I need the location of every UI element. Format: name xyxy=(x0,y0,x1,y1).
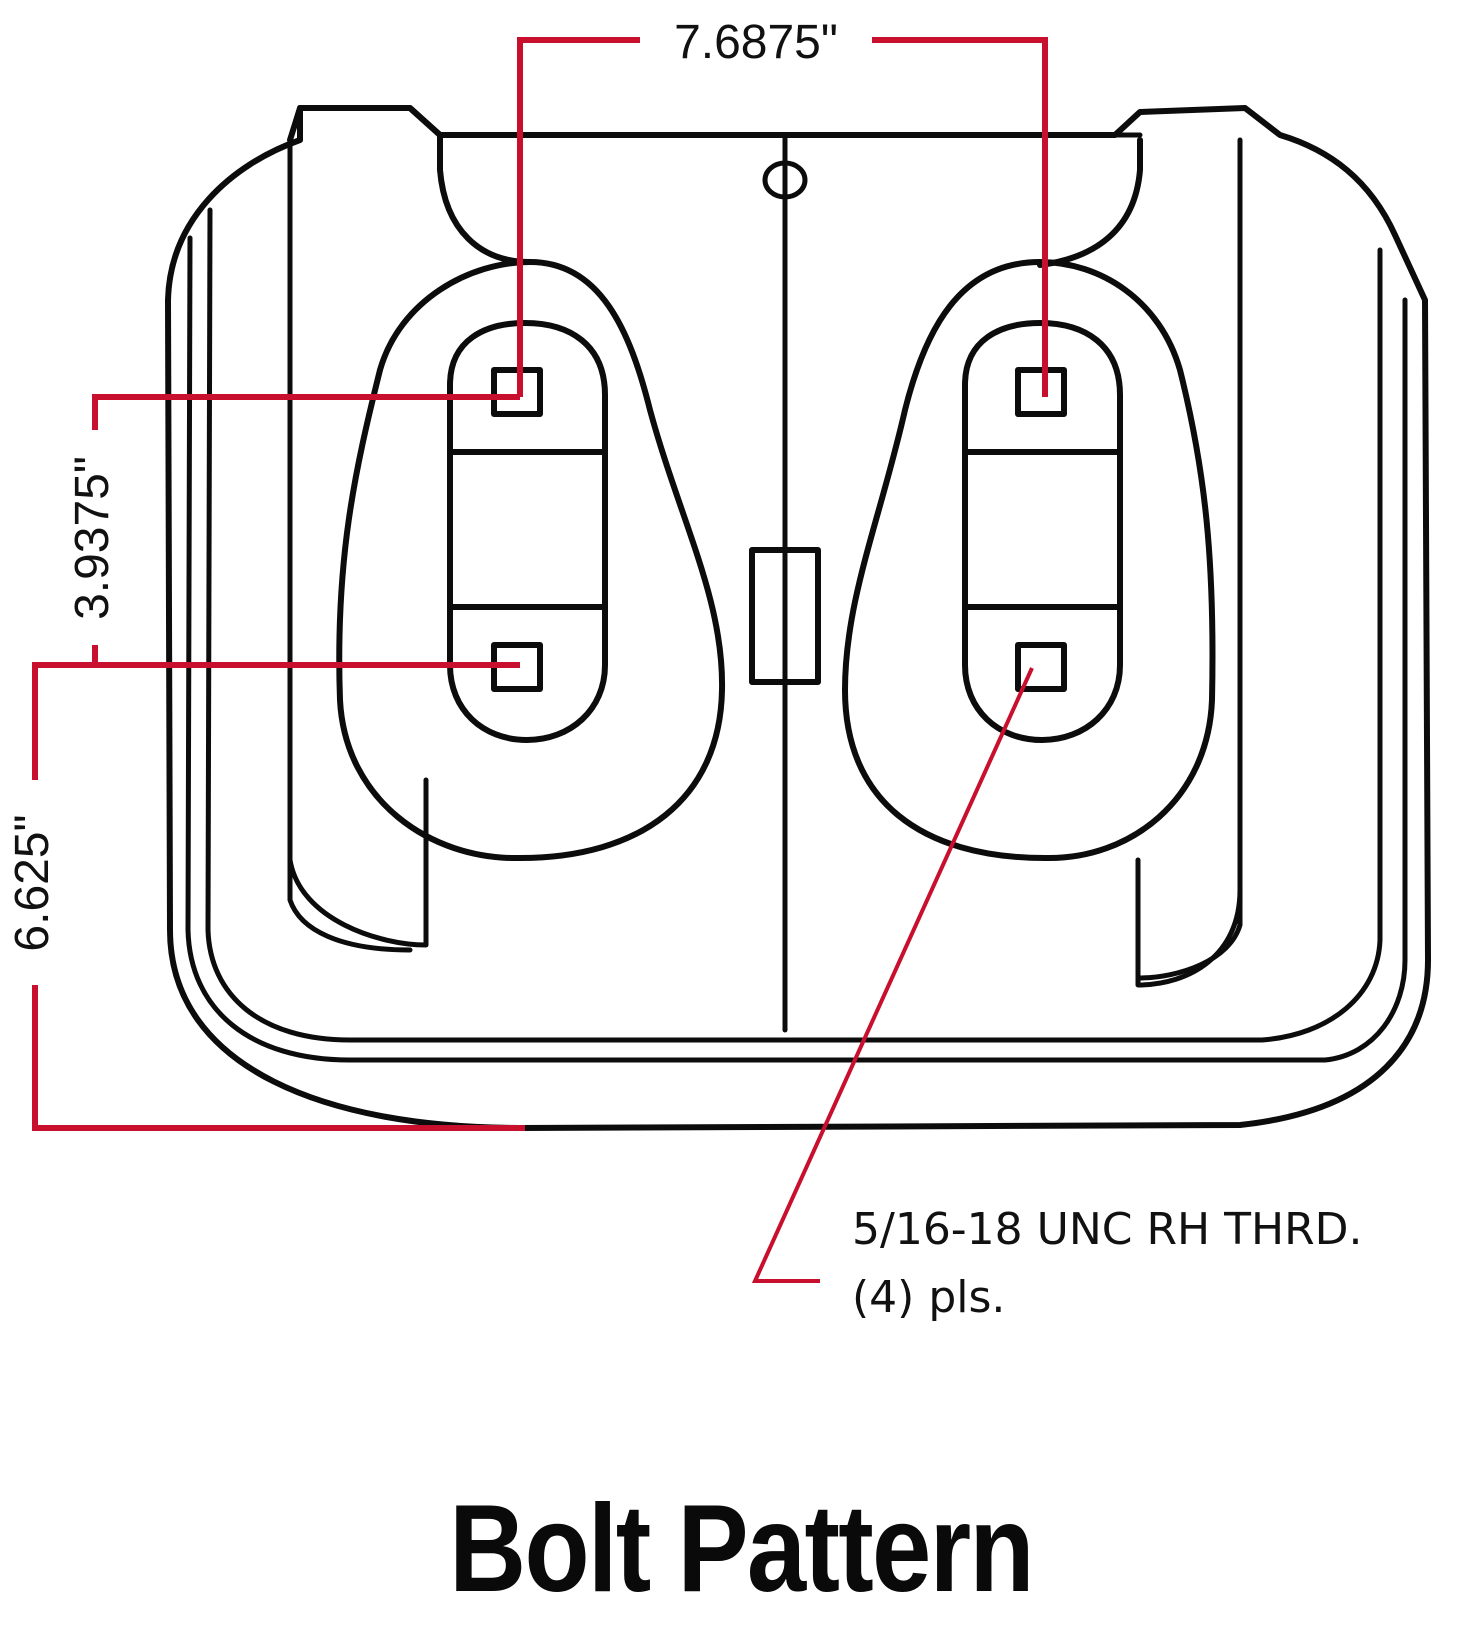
dimension-label-7-6875: 7.6875" xyxy=(674,16,838,69)
bolt-hole-bottom-right xyxy=(1015,642,1067,692)
dimension-horizontal-bolt-spacing: 7.6875" xyxy=(517,16,1048,397)
thread-callout: 5/16-18 UNC RH THRD. (4) pls. xyxy=(751,667,1363,1323)
thread-count-label: (4) pls. xyxy=(852,1272,1005,1323)
diagram-title: Bolt Pattern xyxy=(449,1480,1034,1618)
dimension-label-3-9375: 3.9375" xyxy=(66,456,119,620)
seat-pan-outline xyxy=(165,105,1431,1131)
thread-spec-label: 5/16-18 UNC RH THRD. xyxy=(852,1204,1363,1255)
dimension-front-edge-to-bolts: 6.625" xyxy=(6,662,525,1131)
dimension-label-6-625: 6.625" xyxy=(6,814,59,951)
right-mount-pocket xyxy=(842,259,1216,862)
left-mount-pocket xyxy=(336,259,726,862)
bolt-hole-top-right xyxy=(1015,367,1067,417)
